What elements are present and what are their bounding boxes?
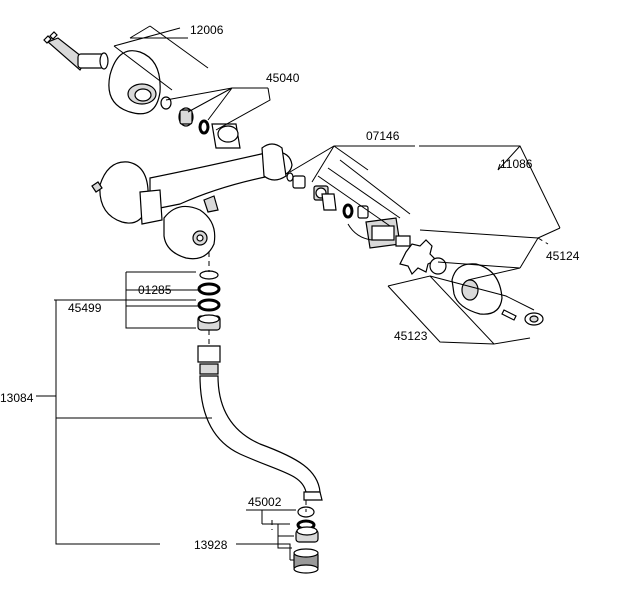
label-11086: 11086 (500, 157, 533, 171)
leader-lines (36, 25, 561, 561)
valve-cartridge-parts (286, 172, 411, 249)
eccentric-connector (43, 31, 109, 71)
label-45124: 45124 (546, 249, 580, 263)
label-12006: 12006 (190, 23, 224, 37)
label-13928: 13928 (194, 538, 228, 552)
axis-lines (208, 252, 307, 512)
label-07146: 07146 (366, 129, 400, 143)
label-45123: 45123 (394, 329, 428, 343)
label-45002: 45002 (248, 495, 282, 509)
handle-set (399, 239, 544, 326)
aerator-parts (293, 506, 319, 574)
wall-rosette (108, 50, 161, 115)
label-01285: 01285 (138, 283, 172, 297)
label-45499: 45499 (68, 301, 102, 315)
seal-and-nut-set (160, 96, 241, 149)
label-45040: 45040 (266, 71, 300, 85)
mixer-body (91, 143, 293, 260)
label-13084: 13084 (0, 391, 34, 405)
spout (197, 345, 323, 501)
seal-rings (197, 270, 221, 331)
